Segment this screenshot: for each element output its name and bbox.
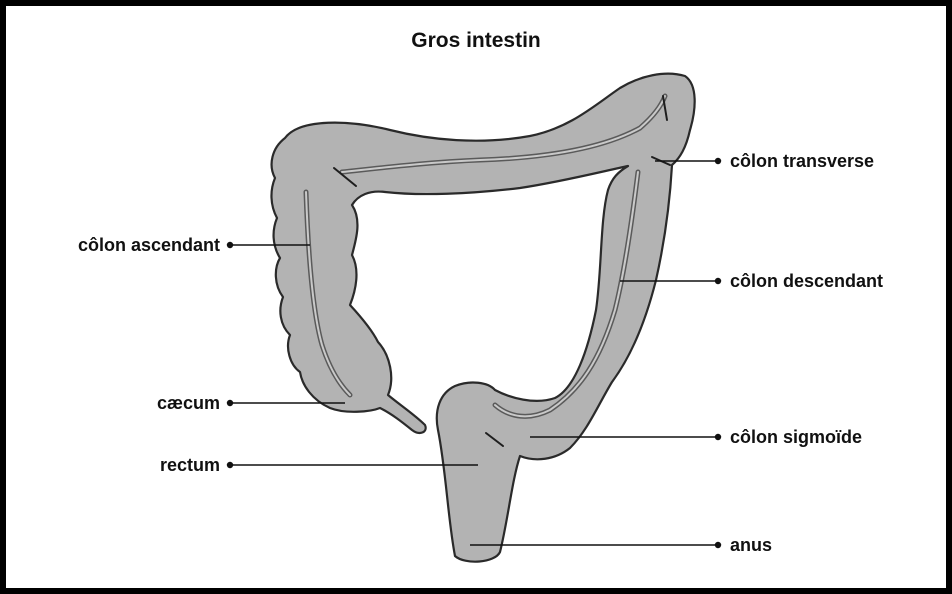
diagram-title: Gros intestin	[411, 29, 541, 52]
label-anus: anus	[730, 535, 772, 555]
leader-dot-transverse	[715, 158, 721, 164]
leader-dot-caecum	[227, 400, 233, 406]
label-colon-descendant: côlon descendant	[730, 271, 883, 291]
label-colon-transverse: côlon transverse	[730, 151, 874, 171]
leader-dot-rectum	[227, 462, 233, 468]
leader-dot-anus	[715, 542, 721, 548]
label-caecum: cæcum	[157, 393, 220, 413]
label-rectum: rectum	[160, 455, 220, 475]
leader-dot-sigmoide	[715, 434, 721, 440]
label-colon-sigmoide: côlon sigmoïde	[730, 427, 862, 447]
leader-dot-ascendant	[227, 242, 233, 248]
leader-dot-descendant	[715, 278, 721, 284]
label-colon-ascendant: côlon ascendant	[78, 235, 220, 255]
